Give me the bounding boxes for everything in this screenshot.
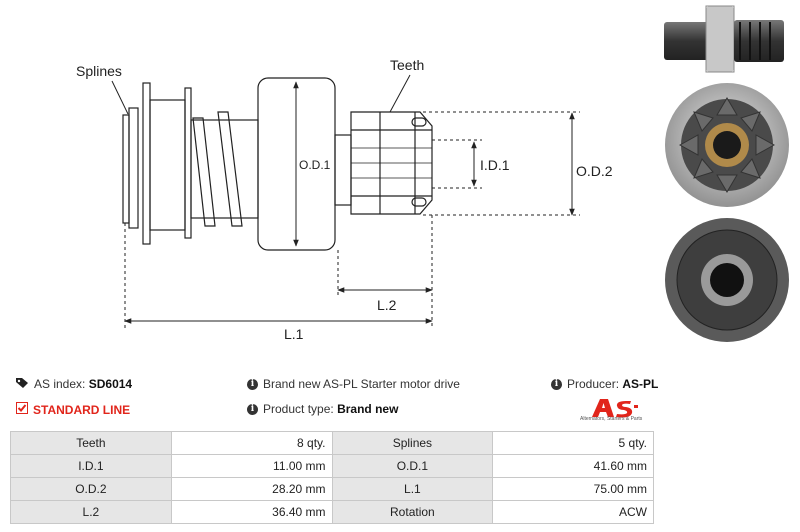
spec-label: I.D.1 <box>10 454 172 478</box>
product-type-value: Brand new <box>337 402 399 416</box>
checkbox-checked-icon <box>16 402 28 417</box>
technical-drawing: Splines Teeth O.D.1 I.D.1 O.D.2 L.2 L.1 <box>76 57 613 342</box>
as-index: AS index: SD6014 <box>16 377 132 391</box>
pinion-gear <box>350 111 433 215</box>
product-photos <box>664 5 789 342</box>
producer-label: Producer: <box>567 377 620 391</box>
standard-line-text: STANDARD LINE <box>33 402 131 417</box>
photo-side-view <box>664 5 784 73</box>
info-icon: i <box>247 378 258 390</box>
spec-value: 11.00 mm <box>170 454 333 478</box>
spec-value: ACW <box>492 500 654 524</box>
label-teeth: Teeth <box>390 57 424 73</box>
as-index-value: SD6014 <box>88 377 133 391</box>
info-icon: i <box>247 403 258 415</box>
spec-label: O.D.2 <box>10 477 172 501</box>
description-text: Brand new AS-PL Starter motor drive <box>263 377 460 391</box>
spec-value: 75.00 mm <box>492 477 654 501</box>
product-type: i Product type: Brand new <box>247 402 398 416</box>
spec-label: L.2 <box>10 500 172 524</box>
spec-value: 8 qty. <box>170 431 333 455</box>
spec-value: 36.40 mm <box>170 500 333 524</box>
product-type-label: Product type: <box>263 402 334 416</box>
as-pl-logo <box>592 399 638 418</box>
spec-value: 5 qty. <box>492 431 654 455</box>
tag-icon <box>16 377 29 391</box>
photo-back-view <box>665 218 789 342</box>
spec-value: 28.20 mm <box>170 477 333 501</box>
description: i Brand new AS-PL Starter motor drive <box>247 377 460 391</box>
spec-label: O.D.1 <box>331 454 494 478</box>
label-splines: Splines <box>76 63 122 79</box>
producer-value: AS-PL <box>622 377 659 391</box>
spec-label: L.1 <box>331 477 494 501</box>
producer: i Producer: AS-PL <box>551 377 658 391</box>
standard-line: STANDARD LINE <box>16 402 130 417</box>
brand-tagline: Alternators, Starters & Parts <box>580 416 643 422</box>
spec-label: Splines <box>331 431 494 455</box>
spec-value: 41.60 mm <box>492 454 654 478</box>
spec-label: Teeth <box>10 431 172 455</box>
label-od1: O.D.1 <box>299 158 331 172</box>
label-l2: L.2 <box>377 297 397 313</box>
as-index-label: AS index: <box>34 377 86 391</box>
label-id1: I.D.1 <box>480 157 510 173</box>
photo-front-view <box>665 83 789 207</box>
label-od2: O.D.2 <box>576 163 613 179</box>
label-l1: L.1 <box>284 326 304 342</box>
info-icon: i <box>551 378 562 390</box>
spec-label: Rotation <box>331 500 494 524</box>
